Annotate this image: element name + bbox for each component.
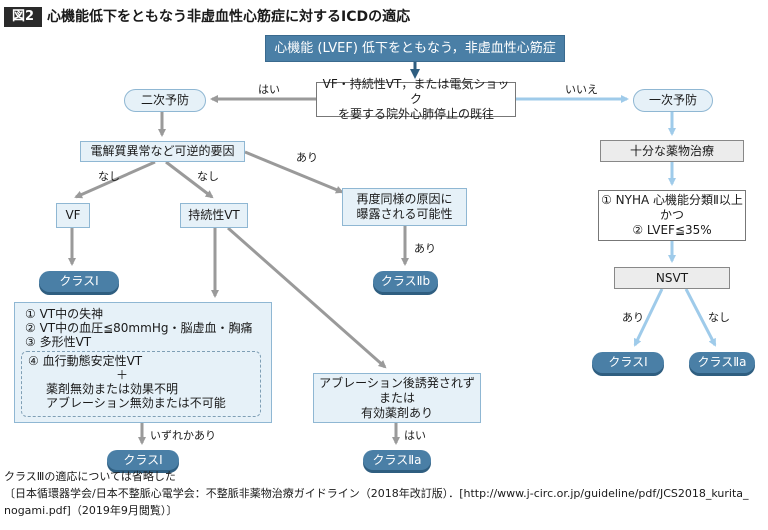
criteria4-line-3: 薬剤無効または効果不明 xyxy=(46,382,179,396)
node-adequate-medication: 十分な薬物治療 xyxy=(600,140,744,162)
node-nyha-lvef: ① NYHA 心機能分類Ⅱ以上 かつ ② LVEF≦35% xyxy=(598,190,746,241)
label-yes-secondary: はい xyxy=(258,83,280,96)
label-none-vf: なし xyxy=(98,170,120,183)
arrow-electrolyte-to-vf xyxy=(74,160,156,199)
nyha-line-2: かつ xyxy=(659,208,684,222)
node-vt-criteria: ① VT中の失神 ② VT中の血圧≦80mmHg・脳虚血・胸痛 ③ 多形性VT … xyxy=(14,302,272,423)
label-none-vt: なし xyxy=(197,170,219,183)
footnote-line-1: クラスⅢの適応については省略した xyxy=(4,470,176,483)
criteria4-plus: ＋ xyxy=(116,368,129,382)
node-reversible-factors: 電解質異常など可逆的要因 xyxy=(80,141,245,162)
node-secondary-prevention: 二次予防 xyxy=(124,89,206,112)
criteria-item-3: ③ 多形性VT xyxy=(25,335,92,349)
reexposure-line-1: 再度同様の原因に xyxy=(356,192,453,206)
node-reexposure-risk: 再度同様の原因に 曝露される可能性 xyxy=(342,188,467,226)
flowchart-connectors xyxy=(68,62,717,445)
footnote: クラスⅢの適応については省略した 〔日本循環器学会/日本不整脈心電学会：不整脈非… xyxy=(4,468,764,519)
reexposure-line-2: 曝露される可能性 xyxy=(356,207,453,221)
node-ablation-result: アブレーション後誘発されず または 有効薬剤あり xyxy=(313,373,481,423)
question-line-2: を要する院外心肺停止の既往 xyxy=(337,107,494,121)
footnote-line-2: 〔日本循環器学会/日本不整脈心電学会：不整脈非薬物治療ガイドライン（2018年改… xyxy=(4,487,749,500)
criteria4-line-4: アブレーション無効または不可能 xyxy=(46,396,226,410)
nyha-line-3: ② LVEF≦35% xyxy=(632,223,712,237)
node-primary-prevention: 一次予防 xyxy=(633,89,713,112)
node-history-question: VF・持続性VT，または電気ショック を要する院外心肺停止の既往 xyxy=(316,77,516,121)
arrow-nsvt-to-class2a xyxy=(684,288,717,347)
criteria4-line-1: ④ 血行動態安定性VT xyxy=(28,354,143,368)
node-class2b: クラスⅡb xyxy=(373,271,438,292)
node-nsvt: NSVT xyxy=(614,267,730,289)
footnote-line-3: nogami.pdf]（2019年9月閲覧）〕 xyxy=(4,504,178,517)
node-class1-nsvt: クラスⅠ xyxy=(592,352,664,373)
criteria-item-2: ② VT中の血圧≦80mmHg・脳虚血・胸痛 xyxy=(25,321,253,335)
node-sustained-vt: 持続性VT xyxy=(180,203,248,228)
nyha-line-1: ① NYHA 心機能分類Ⅱ以上 xyxy=(601,193,743,207)
node-class2a-nsvt: クラスⅡa xyxy=(689,352,755,373)
node-class1-vf: クラスⅠ xyxy=(39,271,119,292)
ablation-line-1: アブレーション後誘発されず xyxy=(319,375,475,390)
label-present-class2b: あり xyxy=(414,242,436,255)
question-line-1: VF・持続性VT，または電気ショック xyxy=(322,77,510,106)
label-present-reexposure: あり xyxy=(296,151,318,164)
label-present-nsvt: あり xyxy=(622,311,644,324)
label-any: いずれかあり xyxy=(150,429,216,442)
criteria-item-4-group: ④ 血行動態安定性VT ＋ 薬剤無効または効果不明 アブレーション無効または不可… xyxy=(21,351,261,417)
ablation-line-3: 有効薬剤あり xyxy=(360,405,433,420)
node-class2a-ablation: クラスⅡa xyxy=(363,450,431,470)
arrow-nsvt-to-class1 xyxy=(633,288,664,347)
label-yes-ablation: はい xyxy=(404,429,426,442)
label-none-nsvt: なし xyxy=(708,311,730,324)
label-no-primary: いいえ xyxy=(565,83,598,96)
node-class1-criteria: クラスⅠ xyxy=(107,450,179,470)
node-nonischemic-cardiomyopathy: 心機能 (LVEF) 低下をともなう，非虚血性心筋症 xyxy=(265,35,565,62)
node-vf: VF xyxy=(56,203,90,228)
arrow-electrolyte-to-reexposure xyxy=(244,150,344,194)
criteria-item-1: ① VT中の失神 xyxy=(25,307,104,321)
arrow-vt-to-ablation xyxy=(227,226,387,369)
arrow-electrolyte-to-vt xyxy=(165,160,214,199)
figure-title: 心機能低下をともなう非虚血性心筋症に対するICDの適応 xyxy=(47,9,411,25)
figure-label: 図2 xyxy=(4,7,42,27)
ablation-line-2: または xyxy=(378,390,415,405)
